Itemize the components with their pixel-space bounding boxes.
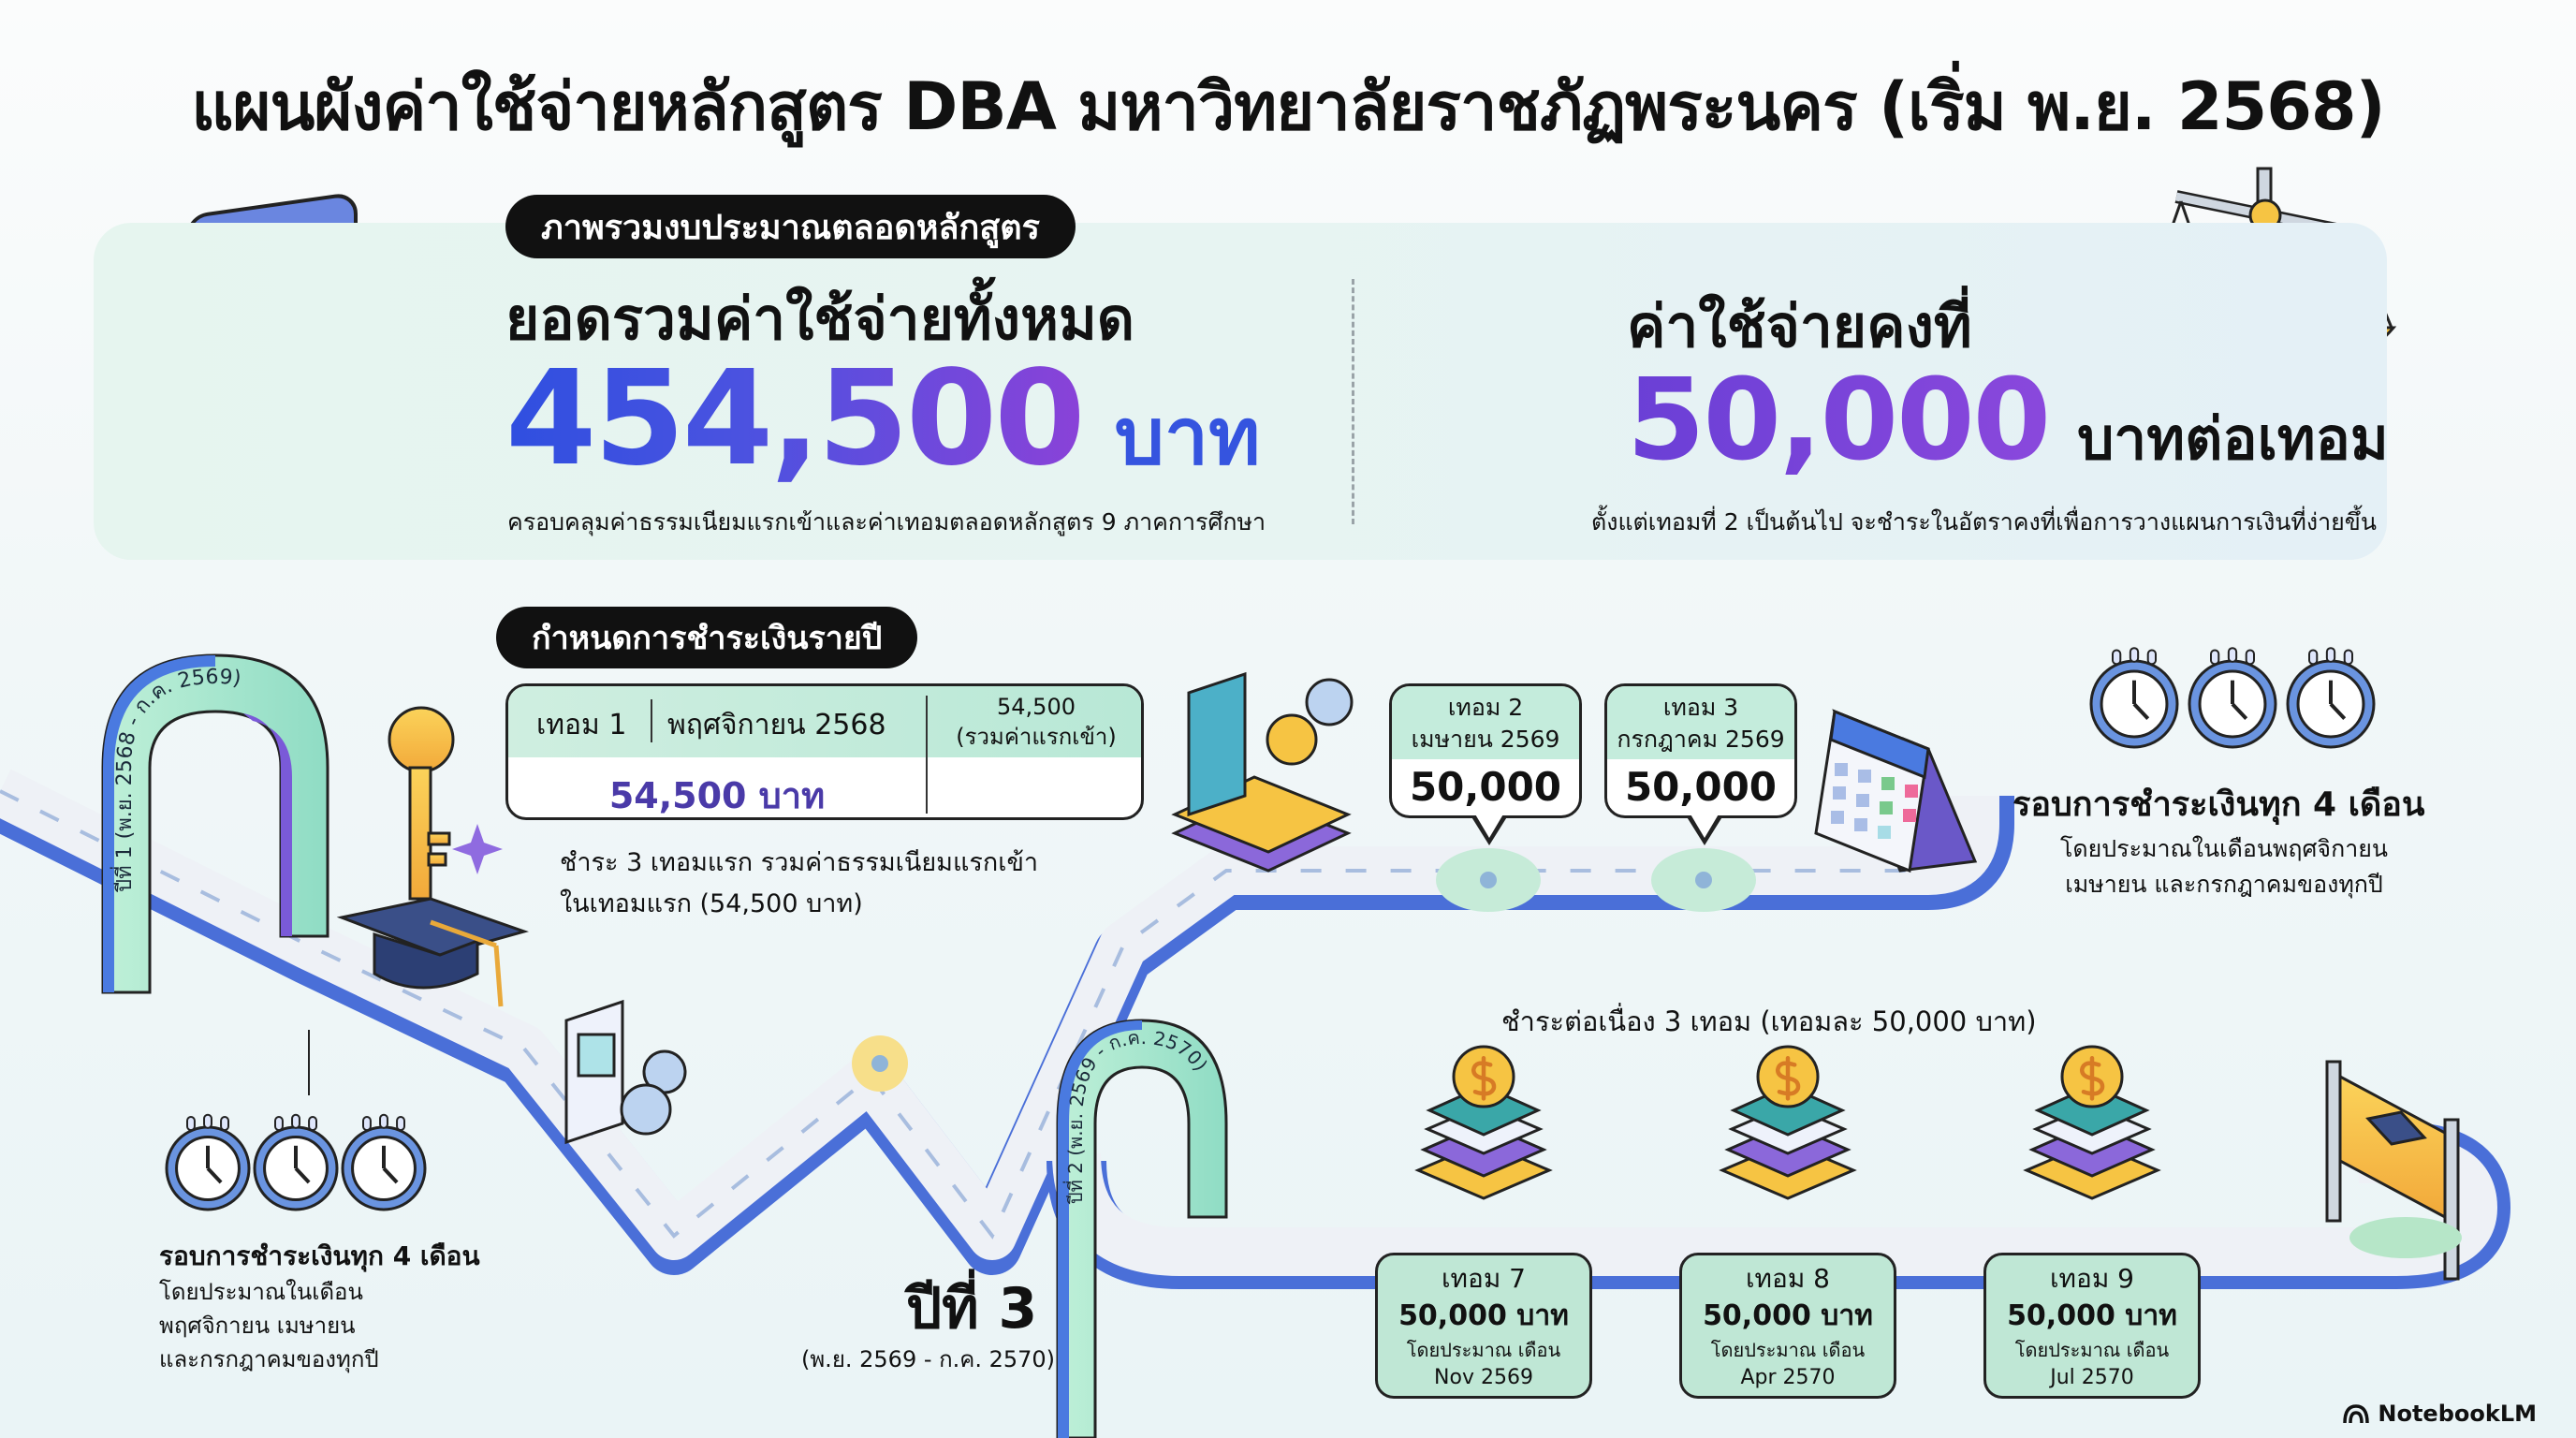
year-3-label: ปีที่ 3 (906, 1276, 1038, 1342)
payment-cycle-desc-line: โดยประมาณในเดือน (159, 1279, 363, 1305)
fixed-cost-note: ตั้งแต่เทอมที่ 2 เป็นต้นไป จะชำระในอัตรา… (1591, 508, 2377, 536)
continuous-payment-note: ชำระต่อเนื่อง 3 เทอม (เทอมละ 50,000 บาท) (1501, 1005, 2037, 1037)
notebooklm-logo-icon (2343, 1404, 2370, 1424)
graduation-cap-icon (336, 897, 530, 1007)
term-amount: 50,000 บาท (1398, 1299, 1569, 1332)
payment-cycle-title: รอบการชำระเงินทุก 4 เดือน (159, 1240, 480, 1271)
page-title: แผนผังค่าใช้จ่ายหลักสูตร DBA มหาวิทยาลัย… (191, 68, 2385, 145)
coin-books-icon (2023, 1045, 2161, 1200)
bubble-pointer (1686, 813, 1723, 845)
semester-3-term: เทอม 3 (1662, 694, 1739, 721)
semester-3-header: เทอม 3 กรกฎาคม 2569 (1607, 686, 1794, 759)
semester-9-card: เทอม 9 50,000 บาท โดยประมาณ เดือน Jul 25… (1983, 1253, 2201, 1399)
term-label: เทอม 8 (1745, 1263, 1830, 1294)
semester-1-note-line: ในเทอมแรก (54,500 บาท) (560, 889, 863, 918)
term-label: เทอม 9 (2049, 1263, 2134, 1294)
semester-1-card: เทอม 1 พฤศจิกายน 2568 54,500 (รวมค่าแรกเ… (505, 683, 1144, 820)
semester-1-amount: 54,500 บาท (608, 775, 826, 816)
clock-icon (253, 1113, 339, 1211)
divider (651, 699, 652, 742)
semester-1-month: พฤศจิกายน 2568 (667, 709, 886, 741)
clock-icon (341, 1113, 427, 1211)
semester-2-header: เทอม 2 เมษายน 2569 (1392, 686, 1579, 759)
term-month: Nov 2569 (1434, 1366, 1533, 1389)
clock-icon (165, 1113, 427, 1211)
term-label: เทอม 7 (1441, 1263, 1526, 1294)
budget-summary-panel (94, 223, 2387, 560)
total-cost-value: 454,500 (505, 343, 1086, 495)
coin-books-icon (1414, 1045, 2161, 1200)
semester-1-total: 54,500 (รวมค่าแรกเข้า) (931, 692, 1141, 752)
calendar-icon (1814, 709, 1978, 873)
term-month: Jul 2570 (2050, 1366, 2134, 1389)
semester-2-term: เทอม 2 (1447, 694, 1524, 721)
fixed-cost-value: 50,000 (1627, 356, 2051, 486)
semester-3-month: กรกฎาคม 2569 (1617, 726, 1785, 753)
term-approx: โดยประมาณ เดือน (1406, 1339, 1561, 1361)
term-approx: โดยประมาณ เดือน (1710, 1339, 1866, 1361)
book-gear-icon (564, 999, 687, 1145)
total-cost-heading: ยอดรวมค่าใช้จ่ายทั้งหมด (505, 285, 1135, 353)
book-gear-icon (1171, 671, 1354, 873)
clock-icon (165, 1113, 251, 1211)
total-cost-note: ครอบคลุมค่าธรรมเนียมแรกเข้าและค่าเทอมตลอ… (507, 508, 1266, 536)
payment-cycle-desc-line: โดยประมาณในเดือนพฤศจิกายน (2060, 835, 2388, 862)
semester-1-term: เทอม 1 (536, 709, 627, 741)
fixed-cost-unit: บาทต่อเทอม (2077, 404, 2389, 473)
key-icon (388, 706, 455, 901)
summary-divider (1352, 279, 1354, 524)
schedule-section-label: กำหนดการชำระเงินรายปี (496, 607, 918, 668)
coin-books-icon (1414, 1045, 1553, 1200)
semester-1-header (508, 686, 1141, 757)
semester-2-month: เมษายน 2569 (1411, 726, 1560, 753)
semester-1-total-value: 54,500 (997, 694, 1076, 720)
sparkle-icon (452, 824, 503, 874)
semester-2-card: เทอม 2 เมษายน 2569 50,000 (1389, 683, 1582, 845)
total-cost-amount: 454,500 บาท (505, 345, 1261, 511)
clock-icon (2089, 647, 2179, 749)
payment-cycle-desc-line: พฤศจิกายน เมษายน (159, 1313, 356, 1339)
clock-icon (2089, 647, 2376, 749)
term-amount: 50,000 บาท (2007, 1299, 2177, 1332)
term-month: Apr 2570 (1740, 1366, 1836, 1389)
semester-3-card: เทอม 3 กรกฎาคม 2569 50,000 (1604, 683, 1797, 845)
payment-cycle-desc: โดยประมาณในเดือน พฤศจิกายน เมษายน และกรก… (159, 1275, 440, 1376)
semester-7-card: เทอม 7 50,000 บาท โดยประมาณ เดือน Nov 25… (1375, 1253, 1592, 1399)
finish-flag-icon (2325, 1060, 2462, 1281)
divider (926, 696, 928, 814)
fixed-cost-heading: ค่าใช้จ่ายคงที่ (1627, 292, 1972, 360)
payment-cycle-desc-line: เมษายน และกรกฎาคมของทุกปี (2065, 871, 2383, 898)
year-3-range: (พ.ย. 2569 - ก.ค. 2570) (801, 1346, 1056, 1372)
arch-year-1 (101, 653, 329, 994)
term-amount: 50,000 บาท (1703, 1299, 1873, 1332)
brand-watermark: NotebookLM (2342, 1401, 2537, 1427)
summary-section-label: ภาพรวมงบประมาณตลอดหลักสูตร (505, 195, 1076, 258)
arch-year-2 (1056, 1019, 1228, 1438)
brand-name: NotebookLM (2378, 1401, 2537, 1427)
semester-8-card: เทอม 8 50,000 บาท โดยประมาณ เดือน Apr 25… (1679, 1253, 1896, 1399)
clock-icon (2188, 647, 2277, 749)
payment-cycle-desc-line: และกรกฎาคมของทุกปี (159, 1346, 379, 1372)
coin-books-icon (1719, 1045, 1857, 1200)
payment-cycle-desc: โดยประมาณในเดือนพฤศจิกายน เมษายน และกรกฎ… (2046, 831, 2402, 902)
clock-icon (2286, 647, 2376, 749)
semester-2-amount: 50,000 (1409, 764, 1562, 810)
fixed-cost-amount: 50,000 บาทต่อเทอม (1627, 356, 2389, 505)
semester-3-amount: 50,000 (1624, 764, 1778, 810)
payment-cycle-title: รอบการชำระเงินทุก 4 เดือน (2012, 785, 2425, 824)
semester-1-note-line: ชำระ 3 เทอมแรก รวมค่าธรรมเนียมแรกเข้า (560, 848, 1039, 877)
term-approx: โดยประมาณ เดือน (2014, 1339, 2170, 1361)
semester-1-total-note: (รวมค่าแรกเข้า) (956, 724, 1117, 750)
bubble-pointer (1471, 813, 1508, 845)
semester-1-note: ชำระ 3 เทอมแรก รวมค่าธรรมเนียมแรกเข้า ใน… (560, 843, 1038, 925)
total-cost-unit: บาท (1114, 390, 1261, 482)
